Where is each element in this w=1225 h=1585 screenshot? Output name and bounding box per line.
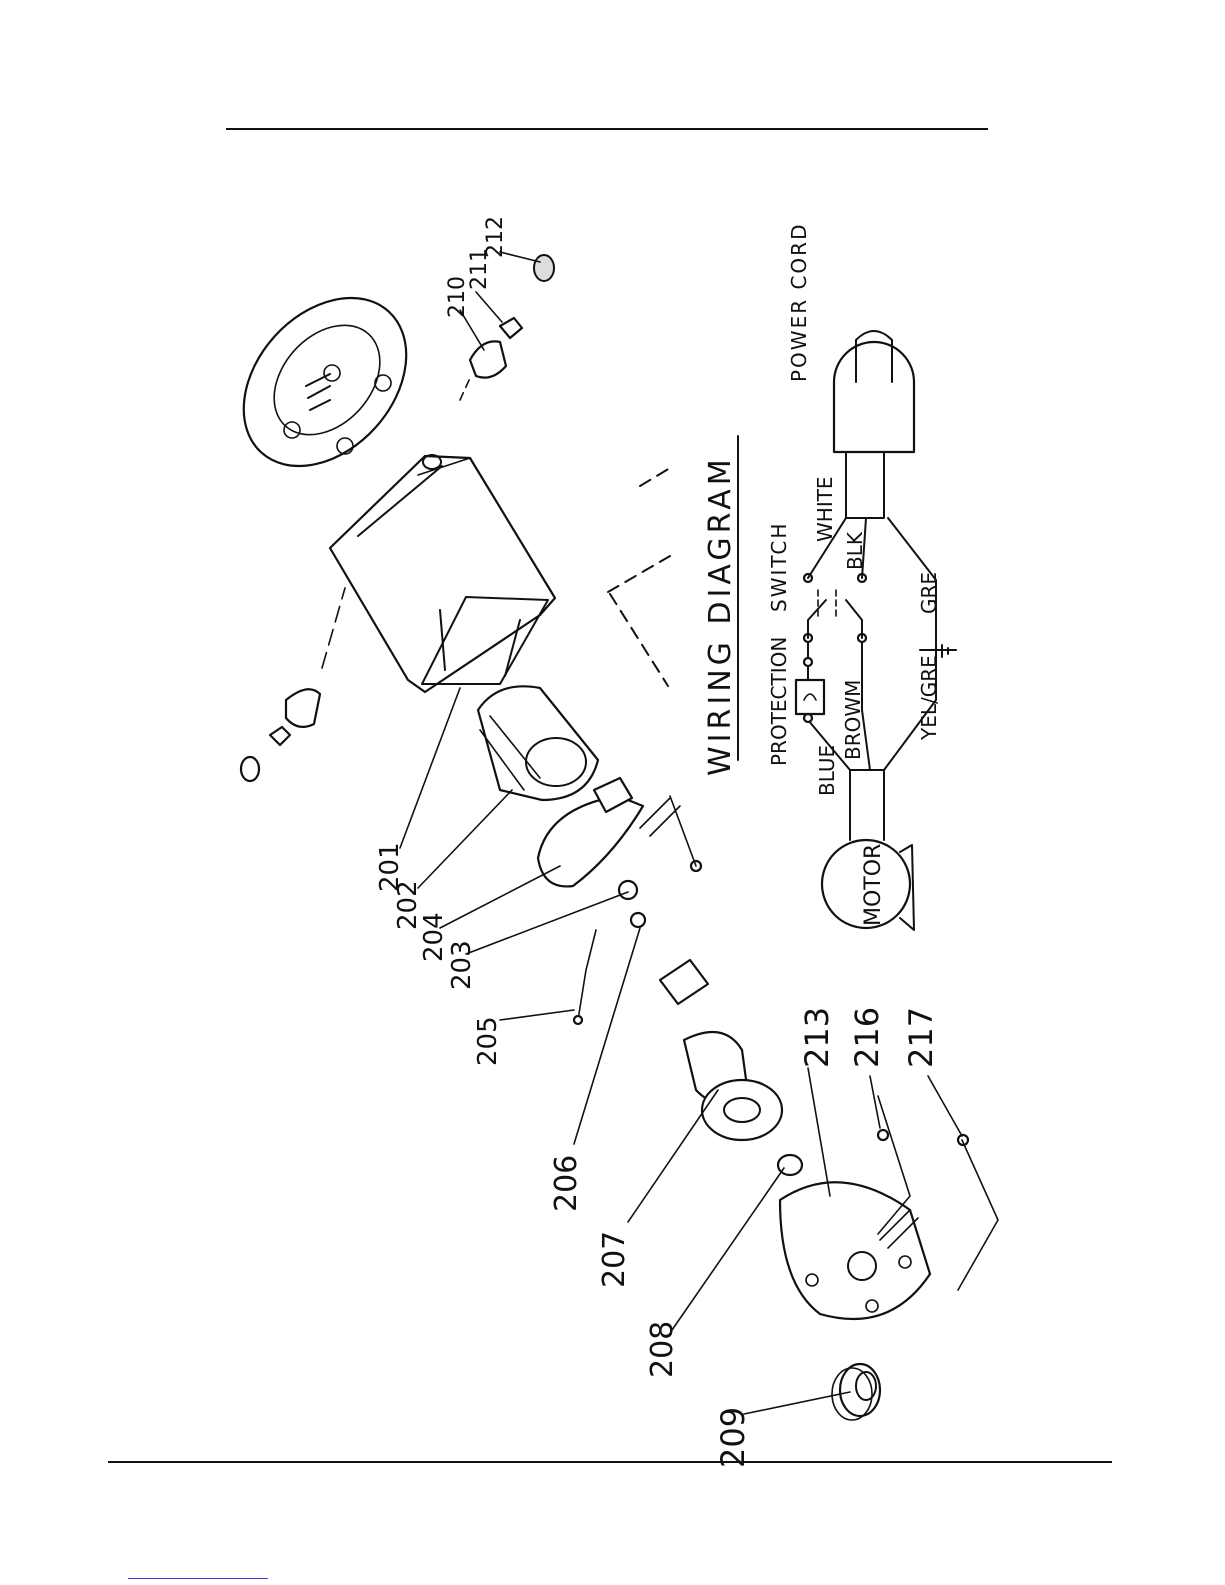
wiring-diagram: WIRING DIAGRAM MOTOR PR [703, 223, 956, 930]
label-brown: BROWM [841, 680, 865, 760]
label-blue: BLUE [815, 745, 839, 796]
label-power-cord: POWER CORD [787, 223, 811, 382]
end-cap [211, 266, 439, 498]
callout-207: 207 [597, 1231, 632, 1288]
protection-breaker [796, 680, 824, 714]
callout-206: 206 [549, 1155, 584, 1212]
callout-213: 213 [798, 1007, 836, 1068]
small-hardware [574, 881, 645, 1024]
motor-housing-201 [330, 455, 555, 692]
label-black: BLK [843, 531, 867, 570]
guide-line [608, 468, 670, 686]
callout-217: 217 [902, 1007, 940, 1068]
callout-212: 212 [483, 216, 508, 258]
end-bell-213 [780, 1130, 968, 1319]
label-protection: PROTECTION [767, 637, 791, 766]
label-gre: GRE [917, 572, 941, 614]
callout-204: 204 [419, 912, 449, 962]
label-white: WHITE [813, 476, 837, 542]
label-yel-gre: YEL/GRE [917, 655, 941, 741]
motor-label: MOTOR [861, 844, 886, 926]
label-switch: SWITCH [767, 522, 791, 612]
callout-205: 205 [473, 1016, 503, 1066]
pulley-209 [832, 1364, 880, 1420]
housing-fasteners [241, 588, 345, 781]
callout-203: 203 [447, 940, 477, 990]
callout-216: 216 [848, 1007, 886, 1068]
callout-209: 209 [714, 1407, 752, 1468]
power-plug [834, 342, 914, 452]
callout-208: 208 [645, 1321, 680, 1378]
wiring-title: WIRING DIAGRAM [703, 455, 738, 776]
stator-202 [478, 686, 598, 800]
